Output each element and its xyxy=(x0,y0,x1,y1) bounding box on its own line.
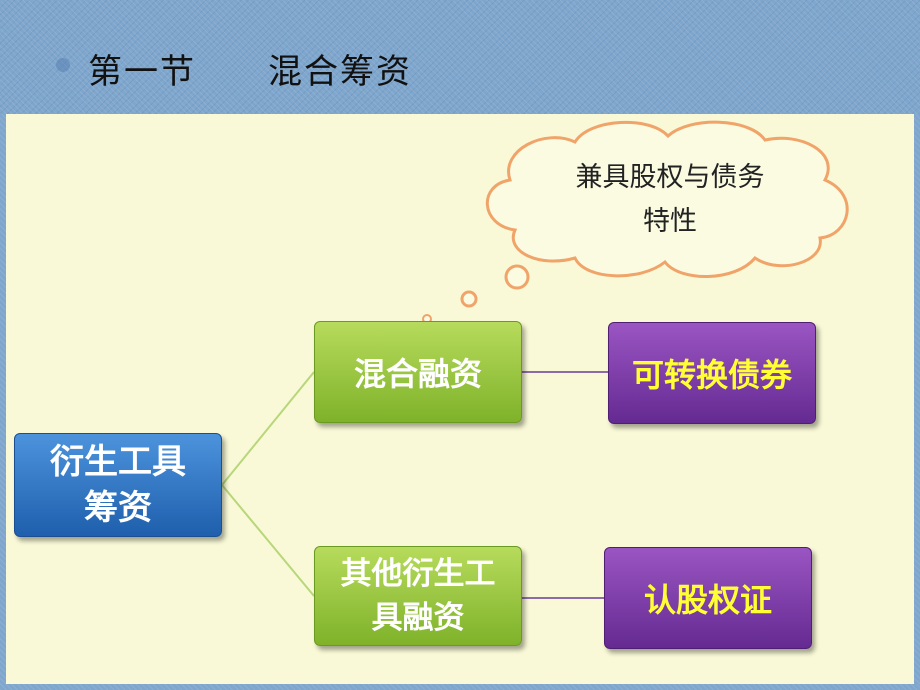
cloud-line-1: 兼具股权与债务 xyxy=(575,162,765,193)
branch-node-other-derivative: 其他衍生工 具融资 xyxy=(314,546,522,646)
left-border xyxy=(0,114,6,690)
leaf-node-convertible-bonds: 可转换债券 xyxy=(608,322,816,424)
thought-cloud-icon xyxy=(422,120,849,324)
right-border xyxy=(914,114,920,690)
branch-node-hybrid-financing: 混合融资 xyxy=(314,321,522,423)
connector-root-branch2 xyxy=(221,484,315,597)
cloud-callout-text: 兼具股权与债务 特性 xyxy=(520,156,820,244)
branch-node-2-line-1: 其他衍生工 xyxy=(340,556,496,592)
title-bullet-icon xyxy=(56,58,70,72)
branch-node-1-label: 混合融资 xyxy=(353,355,482,393)
leaf-node-1-label: 可转换债券 xyxy=(631,356,792,394)
cloud-line-2: 特性 xyxy=(643,206,697,237)
slide-title: 第一节 混合筹资 xyxy=(88,52,412,92)
leaf-node-warrants: 认股权证 xyxy=(604,547,812,649)
connector-root-branch1 xyxy=(221,371,315,486)
root-node-derivative-financing: 衍生工具 筹资 xyxy=(14,433,222,537)
slide-header xyxy=(0,0,920,114)
root-node-line-2: 筹资 xyxy=(84,488,152,528)
branch-node-2-line-2: 具融资 xyxy=(371,600,465,636)
leaf-node-2-label: 认股权证 xyxy=(643,581,772,619)
root-node-line-1: 衍生工具 xyxy=(50,442,186,482)
bottom-border xyxy=(0,684,920,690)
